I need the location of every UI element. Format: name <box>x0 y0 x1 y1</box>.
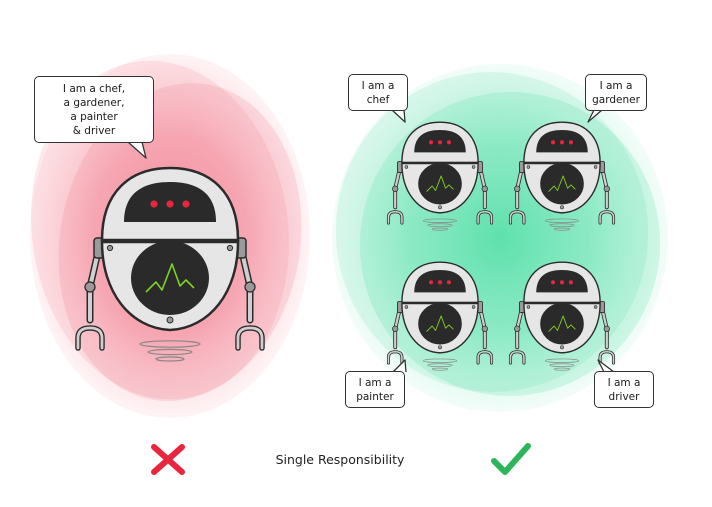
bubble-line: a gardener, <box>63 96 125 109</box>
bubble-line: & driver <box>72 124 116 137</box>
speech-bubble-chef: I am a chef <box>348 74 408 111</box>
bubble-line: I am a <box>361 79 395 92</box>
left-panel-blob <box>30 54 310 418</box>
bubble-line: I am a <box>607 376 641 389</box>
bubble-line: a painter <box>70 110 118 123</box>
bubble-line: gardener <box>592 93 640 106</box>
bubble-tails <box>127 109 615 373</box>
bubble-line: I am a <box>599 79 633 92</box>
speech-bubble-multi-role: I am a chef, a gardener, a painter & dri… <box>34 76 154 143</box>
bubble-line: I am a <box>358 376 392 389</box>
speech-bubble-gardener: I am a gardener <box>585 74 647 111</box>
speech-bubble-painter: I am a painter <box>345 371 405 408</box>
cross-icon <box>151 444 185 475</box>
bubble-line: painter <box>356 390 394 403</box>
bubble-line: driver <box>608 390 640 403</box>
bubble-line: I am a chef, <box>62 82 126 95</box>
check-icon <box>491 443 531 475</box>
caption: Single Responsibility <box>275 452 405 467</box>
bubble-line: chef <box>366 93 390 106</box>
speech-bubble-driver: I am a driver <box>594 371 654 408</box>
